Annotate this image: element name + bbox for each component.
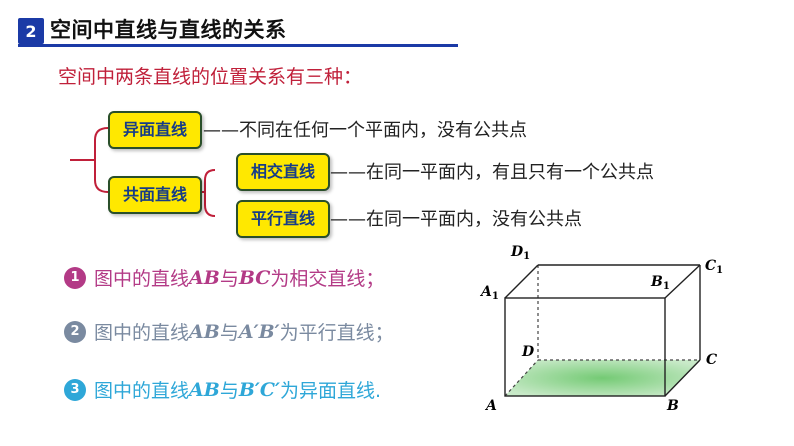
example-1-line-b: BC <box>238 266 271 289</box>
intersecting-lines-tag: 相交直线 <box>236 153 330 191</box>
example-3-pre: 图中的直线 <box>94 380 190 402</box>
skew-lines-tag: 异面直线 <box>108 111 202 149</box>
example-3-line-a: AB <box>189 378 220 401</box>
skew-lines-desc: ——不同在任何一个平面内，没有公共点 <box>203 120 527 141</box>
vertex-label-c: C <box>706 352 718 368</box>
parallel-lines-desc: ——在同一平面内，没有公共点 <box>330 209 582 230</box>
intro-text: 空间中两条直线的位置关系有三种： <box>58 66 363 88</box>
example-1-post: 为相交直线； <box>270 268 385 290</box>
example-2-line-b: A′B′ <box>238 320 280 343</box>
number-3-icon: 3 <box>64 378 86 401</box>
base-face <box>505 360 700 396</box>
example-2-line-a: AB <box>189 320 220 343</box>
vertex-label-b1: B1 <box>651 274 670 292</box>
example-3-mid: 与 <box>219 380 239 402</box>
page-title: 空间中直线与直线的关系 <box>50 18 287 42</box>
example-2: 2 图中的直线 AB 与 A′B′ 为平行直线； <box>64 318 394 345</box>
example-1-line-a: AB <box>189 266 220 289</box>
cuboid-figure <box>504 264 701 397</box>
example-1-pre: 图中的直线 <box>94 268 190 290</box>
coplanar-lines-tag: 共面直线 <box>108 176 202 214</box>
intersecting-lines-desc: ——在同一平面内，有且只有一个公共点 <box>330 162 654 183</box>
vertex-label-d1: D1 <box>511 244 531 262</box>
example-2-post: 为平行直线； <box>279 322 394 344</box>
number-2-icon: 2 <box>64 320 86 343</box>
vertex-label-c1: C1 <box>705 258 724 276</box>
section-number-badge: 2 <box>18 18 44 44</box>
example-2-mid: 与 <box>219 322 239 344</box>
example-3: 3 图中的直线 AB 与 B′C′ 为异面直线. <box>64 376 381 403</box>
example-1: 1 图中的直线 AB 与 BC 为相交直线； <box>64 264 384 291</box>
title-underline <box>18 44 458 47</box>
vertex-label-b: B <box>667 398 679 414</box>
vertex-label-a: A <box>486 398 497 414</box>
example-3-post: 为异面直线. <box>280 380 382 402</box>
example-1-mid: 与 <box>219 268 239 290</box>
vertex-label-a1: A1 <box>481 284 499 302</box>
example-2-pre: 图中的直线 <box>94 322 190 344</box>
example-3-line-b: B′C′ <box>238 378 281 401</box>
number-1-icon: 1 <box>64 266 86 289</box>
vertex-label-d: D <box>522 344 535 360</box>
parallel-lines-tag: 平行直线 <box>236 200 330 238</box>
